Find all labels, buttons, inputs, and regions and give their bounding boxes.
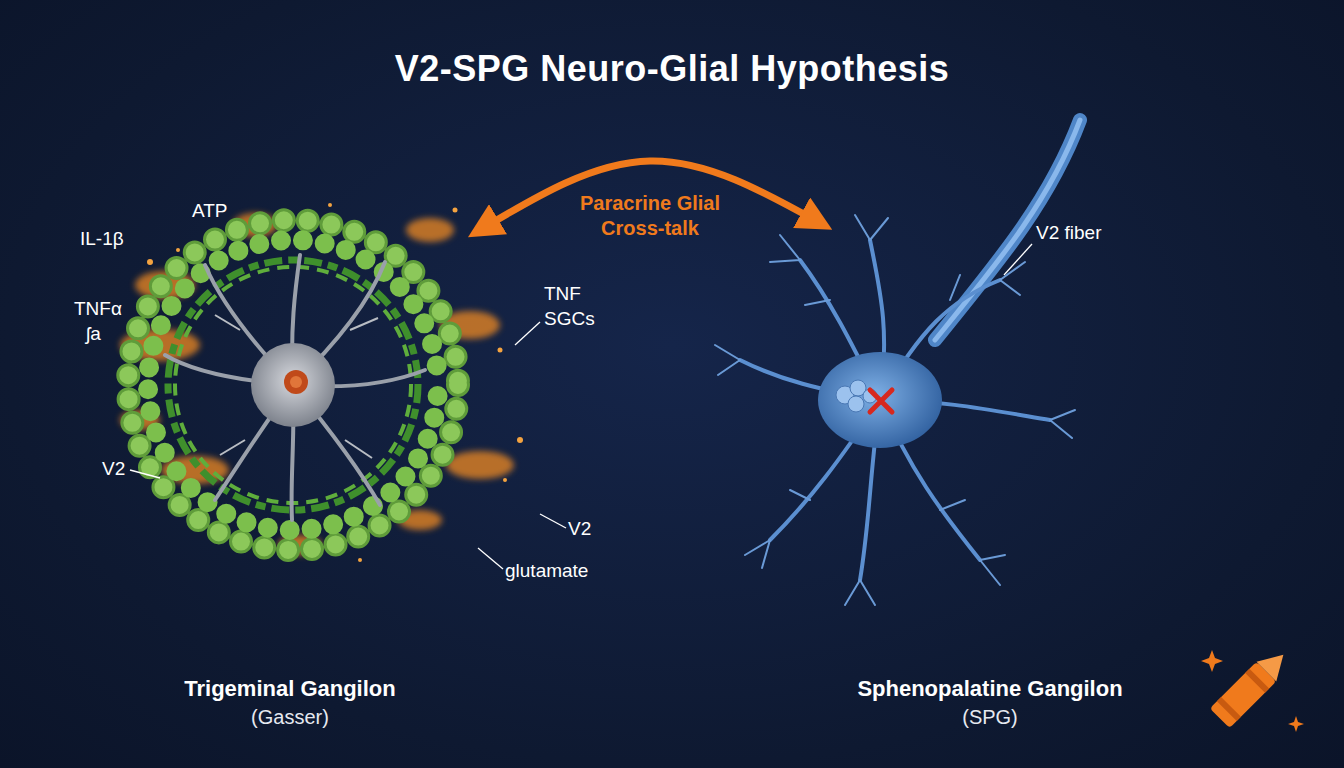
part-label: SGCs (544, 308, 595, 330)
edge-label: Paracrine Glial Cross-talk (555, 191, 745, 241)
part-label: V2 (568, 518, 591, 540)
part-label: TNFα (74, 298, 122, 320)
ganglion-subname: (SPG) (962, 703, 1018, 731)
trigeminal-illustration (118, 203, 523, 562)
part-label: V2 (102, 458, 125, 480)
leader-lines (130, 244, 1032, 569)
part-label: glutamate (505, 560, 588, 582)
ganglion-name: Sphenopalatine Gangilon (857, 675, 1122, 703)
sparkles (1201, 650, 1304, 732)
diagram-title: V2-SPG Neuro-Glial Hypothesis (0, 48, 1344, 90)
part-label: ATP (192, 200, 228, 222)
ganglion-node: Trigeminal Gangilon(Gasser) (100, 205, 480, 745)
part-label: ʃa (86, 323, 101, 345)
ganglion-node: Sphenopalatine Gangilon(SPG) (820, 205, 1160, 745)
crayon-icon (1210, 645, 1293, 728)
ganglion-name: Trigeminal Gangilon (184, 675, 395, 703)
part-label: V2 fiber (1036, 222, 1101, 244)
part-label: IL-1β (80, 228, 124, 250)
ganglion-subname: (Gasser) (251, 703, 329, 731)
part-label: TNF (544, 283, 581, 305)
